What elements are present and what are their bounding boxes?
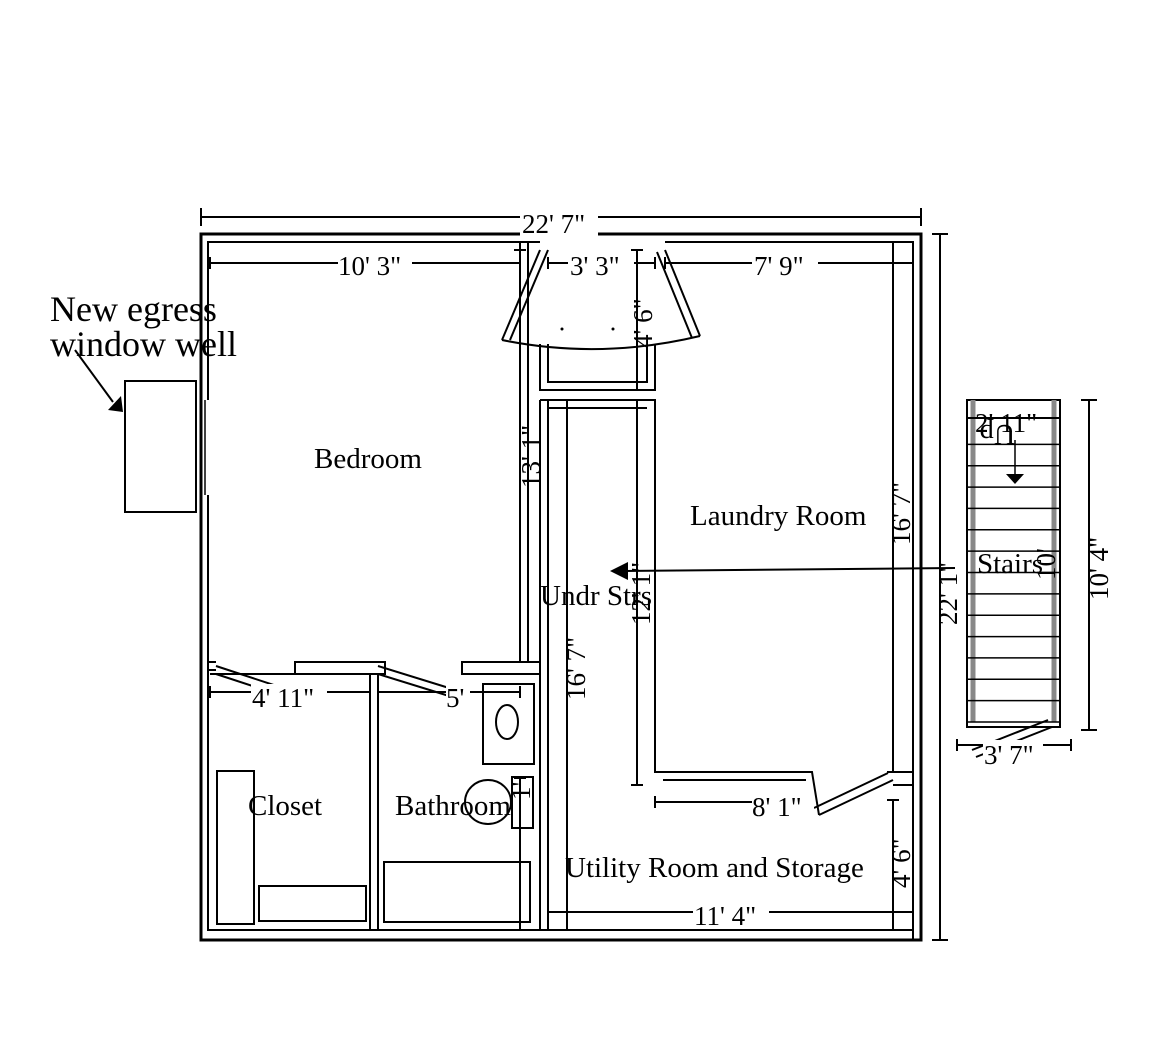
note-arrow-line (74, 349, 114, 403)
dim-overall-width: 22' 7" (522, 209, 585, 239)
dim-closet-width: 4' 11" (252, 683, 314, 713)
dim-stairs-length: 10' 4" (1084, 537, 1114, 600)
dim-overall-height-line (932, 233, 948, 941)
dim-vanity: 1' (506, 782, 536, 800)
stair-treads (967, 443, 1060, 723)
dim-stairs-top: 2' 11" (975, 408, 1037, 438)
room-label-bedroom: Bedroom (314, 443, 422, 475)
dim-bathroom-width: 5' (446, 683, 464, 713)
hall-dot-left (560, 327, 564, 331)
dim-stairs-width: 3' 7" (984, 740, 1034, 770)
laundry-north-wall (665, 241, 914, 940)
dim-hall-width: 3' 3" (570, 251, 620, 281)
bedroom-north-wall (207, 241, 540, 400)
sink (495, 704, 519, 740)
dim-bedroom-height-line (514, 249, 526, 662)
closet-header (294, 661, 386, 675)
dim-under-stairs-run: 16' 7" (561, 637, 591, 700)
dim-laundry-width: 7' 9" (754, 251, 804, 281)
bedroom-corner (208, 661, 216, 671)
room-label-under-stairs: Undr Strs (540, 580, 652, 612)
note-line-1: New egress (50, 289, 217, 329)
dim-utility-depth-line (887, 799, 899, 931)
stairs-pointer-line (624, 567, 956, 572)
hall-walls (539, 344, 656, 391)
dim-under-stairs-height-line (631, 400, 643, 786)
stairs-up-arrow (1006, 474, 1024, 484)
closet-bench (258, 885, 367, 922)
bathroom-header (461, 661, 541, 675)
dimension-labels: 22' 7" 10' 3" 3' 3" 7' 9" 4' 6" 13' 1" 1… (251, 209, 1114, 931)
dim-utility-width: 11' 4" (694, 901, 756, 931)
dim-stairs-length-line (1081, 399, 1097, 731)
hall-arc (501, 335, 701, 351)
vanity (482, 683, 535, 765)
dim-stairs-top-line (966, 412, 1061, 424)
dim-hall-depth: 4' 6" (628, 298, 658, 348)
stairs-up-label: Up (980, 418, 1015, 450)
closet-bath-wall (210, 673, 379, 930)
bathtub (383, 861, 531, 923)
room-labels: Bedroom Laundry Room Undr Strs Closet Ba… (248, 418, 1043, 884)
dim-bedroom-width: 10' 3" (338, 251, 401, 281)
closet-shelf (216, 770, 255, 925)
window-well (124, 380, 197, 513)
laundry-door-jamb (893, 771, 913, 786)
room-label-closet: Closet (248, 790, 322, 822)
dim-laundry-height-line (887, 241, 899, 773)
stairs (966, 399, 1061, 758)
note-arrow-head (108, 396, 123, 412)
dim-bedroom-height: 13' 1" (516, 425, 546, 488)
room-label-utility: Utility Room and Storage (565, 852, 864, 884)
laundry-door (813, 772, 894, 816)
dim-laundry-height: 16' 7" (886, 482, 916, 545)
note-line-2: window well (50, 324, 237, 364)
stairs-pointer-head (610, 562, 628, 580)
under-stairs-east-wall (540, 399, 820, 816)
dim-hall-depth-line (631, 249, 643, 391)
dim-laundry-bottom: 8' 1" (752, 792, 802, 822)
stairs-outline (966, 399, 1061, 728)
room-label-stairs: Stairs (977, 548, 1043, 580)
dim-vanity-line (514, 777, 526, 931)
dim-stairs-inner: 10' (1031, 548, 1061, 580)
dim-under-stairs-height: 12' 1" (626, 562, 656, 625)
dim-utility-depth: 4' 6" (886, 838, 916, 888)
dim-overall-height: 22' 1" (933, 562, 963, 625)
room-label-bathroom: Bathroom (395, 790, 511, 822)
inner-perimeter-bottom (207, 662, 913, 931)
room-label-laundry: Laundry Room (690, 500, 867, 532)
dim-under-stairs-run-line (561, 399, 573, 931)
hall-dot-right (611, 327, 615, 331)
